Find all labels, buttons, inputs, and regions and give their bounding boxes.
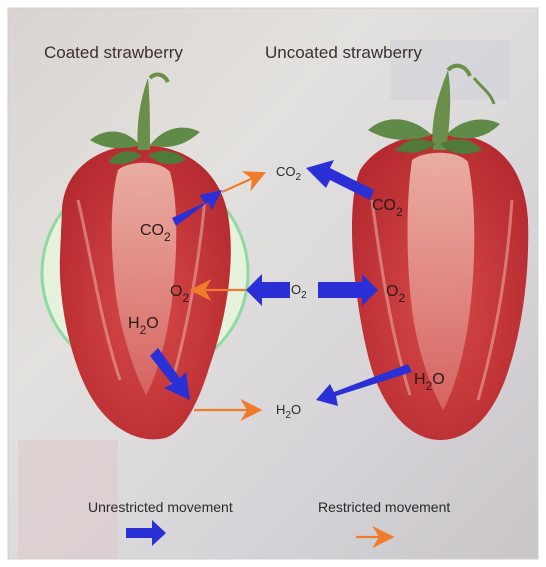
legend-restricted-label: Restricted movement	[318, 499, 450, 515]
legend-unrestricted-label: Unrestricted movement	[88, 499, 233, 515]
uncoated-strawberry-title: Uncoated strawberry	[265, 43, 422, 62]
coated-strawberry-title: Coated strawberry	[44, 43, 183, 62]
